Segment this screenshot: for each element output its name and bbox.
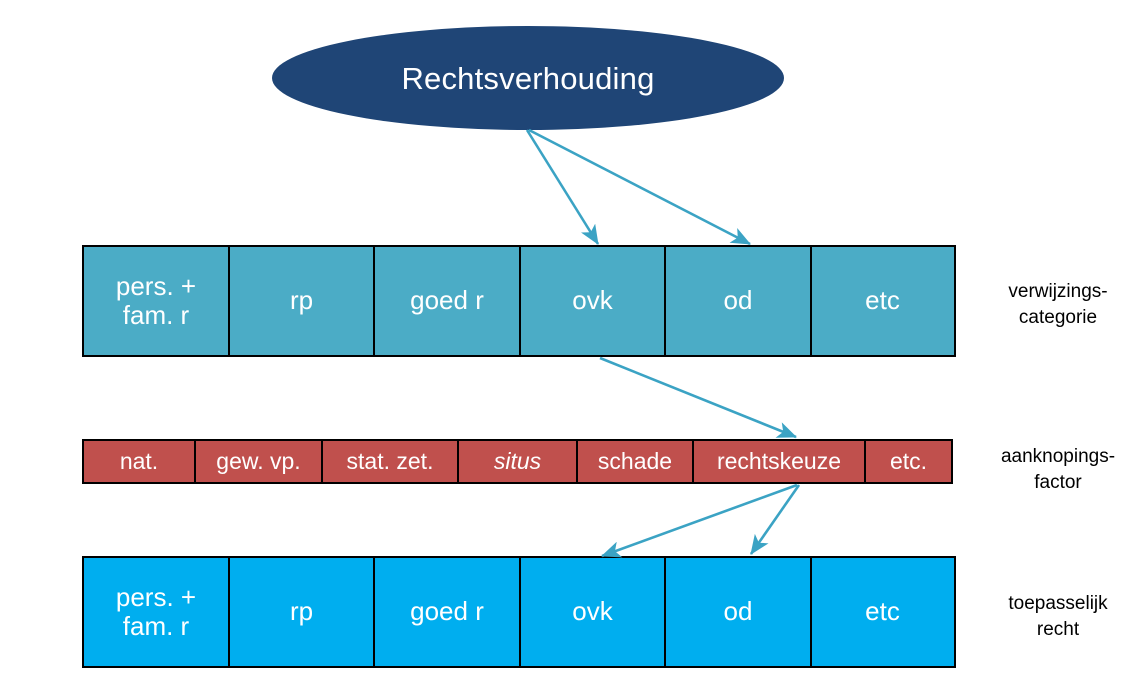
verwijzingscategorie-cell-ovk[interactable]: ovk	[518, 245, 667, 357]
side-label-line2: categorie	[1018, 306, 1098, 328]
row-aanknopingsfactor: nat. gew. vp. stat. zet. situs schade rechtsk…	[82, 439, 968, 484]
cell-label: etc	[865, 285, 900, 316]
toepasselijk-recht-cell-goed-r[interactable]: goed r	[373, 556, 521, 668]
aanknopingsfactor-cell-nat[interactable]: nat.	[82, 439, 196, 484]
cell-label: nat.	[119, 447, 159, 474]
cell-label: pers. +fam. r	[115, 581, 197, 641]
cell-label: od	[723, 285, 753, 316]
toepasselijk-recht-cell-rp[interactable]: rp	[227, 556, 376, 668]
arrow-rechtskeuze-to-od-recht	[749, 484, 801, 555]
side-label-toepasselijk-recht: toepasselijk recht	[988, 591, 1128, 642]
verwijzingscategorie-cell-rp[interactable]: rp	[227, 245, 376, 357]
cell-label: ovk	[572, 596, 613, 627]
aanknopingsfactor-cell-situs[interactable]: situs	[456, 439, 579, 484]
cell-label: etc.	[889, 447, 928, 474]
side-label-line2: recht	[1036, 618, 1080, 640]
cell-label: etc	[865, 596, 900, 627]
cell-label: goed r	[410, 285, 484, 316]
rechtsverhouding-ellipse[interactable]: Rechtsverhouding	[272, 26, 784, 130]
side-label-aanknopingsfactor: aanknopings- factor	[988, 444, 1128, 495]
toepasselijk-recht-cell-etc[interactable]: etc	[809, 556, 956, 668]
cell-label: situs	[493, 447, 542, 474]
cell-label-line1: pers. +	[115, 270, 197, 301]
verwijzingscategorie-cell-pers[interactable]: pers. +fam. r	[82, 245, 230, 357]
toepasselijk-recht-cell-od[interactable]: od	[664, 556, 812, 668]
arrow-rechtskeuze-to-ovk-recht	[601, 483, 798, 558]
aanknopingsfactor-cell-gew-vp[interactable]: gew. vp.	[193, 439, 324, 484]
cell-label: rechtskeuze	[716, 447, 841, 474]
arrow-ovk-to-rechtskeuze	[599, 356, 797, 439]
cell-label: rp	[289, 285, 314, 316]
toepasselijk-recht-cell-ovk[interactable]: ovk	[518, 556, 667, 668]
arrow-rechtsverhouding-to-od	[528, 128, 751, 246]
rechtsverhouding-label: Rechtsverhouding	[401, 60, 655, 96]
cell-label: pers. +fam. r	[115, 270, 197, 330]
cell-label: schade	[597, 447, 673, 474]
aanknopingsfactor-cell-rechtskeuze[interactable]: rechtskeuze	[691, 439, 867, 484]
verwijzingscategorie-cell-etc[interactable]: etc	[809, 245, 956, 357]
cell-label-line1: pers. +	[115, 581, 197, 612]
aanknopingsfactor-cell-etc[interactable]: etc.	[864, 439, 953, 484]
side-label-line1: verwijzings-	[1008, 281, 1108, 302]
cell-label-line2: fam. r	[122, 611, 190, 641]
cell-label: gew. vp.	[216, 447, 301, 474]
cell-label: od	[723, 596, 753, 627]
cell-label: rp	[289, 596, 314, 627]
row-toepasselijk-recht: pers. +fam. r rp goed r ovk od etc	[82, 556, 968, 668]
aanknopingsfactor-cell-stat-zet[interactable]: stat. zet.	[321, 439, 459, 484]
cell-label: stat. zet.	[346, 447, 434, 474]
row-verwijzingscategorie: pers. +fam. r rp goed r ovk od etc	[82, 245, 968, 357]
cell-label: goed r	[410, 596, 484, 627]
cell-label: ovk	[572, 285, 613, 316]
side-label-line2: factor	[1034, 471, 1082, 493]
cell-label-line2: fam. r	[122, 300, 190, 330]
aanknopingsfactor-cell-schade[interactable]: schade	[576, 439, 694, 484]
side-label-line1: toepasselijk	[1008, 593, 1108, 614]
side-label-line1: aanknopings-	[1000, 446, 1116, 467]
arrow-rechtsverhouding-to-ovk	[525, 129, 600, 245]
verwijzingscategorie-cell-od[interactable]: od	[664, 245, 812, 357]
verwijzingscategorie-cell-goed-r[interactable]: goed r	[373, 245, 521, 357]
toepasselijk-recht-cell-pers[interactable]: pers. +fam. r	[82, 556, 230, 668]
side-label-verwijzingscategorie: verwijzings- categorie	[988, 279, 1128, 330]
